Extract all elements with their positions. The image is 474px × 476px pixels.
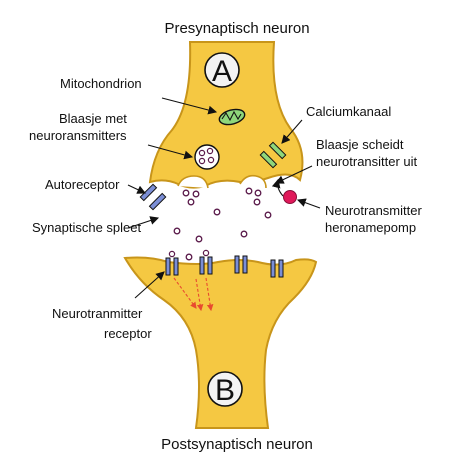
presynaptic-title: Presynaptisch neuron (164, 20, 309, 37)
label-release-line1: Blaasje scheidt (316, 137, 404, 152)
neuron-a-letter: A (212, 55, 232, 88)
label-reuptake-line1: Neurotransmitter (325, 203, 422, 218)
label-vesicle-line2: neuroransmitters (29, 128, 127, 143)
calcium-channel-icon (259, 141, 287, 169)
reuptake-pump-icon (283, 190, 297, 204)
label-cleft: Synaptische spleet (32, 220, 142, 235)
label-autoreceptor: Autoreceptor (45, 177, 120, 192)
docked-neurotransmitters (168, 249, 210, 258)
label-reuptake-line2: heronamepomp (325, 220, 416, 235)
neurotransmitter-molecules (173, 187, 272, 261)
postsynaptic-title: Postsynaptisch neuron (161, 436, 313, 453)
label-vesicle-line1: Blaasje met (59, 111, 127, 126)
autoreceptor-icon (139, 183, 167, 211)
neuron-b-letter: B (215, 374, 235, 407)
neuron-a-circle (204, 52, 240, 88)
signal-arrows (173, 277, 214, 312)
neuron-b-circle (207, 371, 243, 407)
pointer-arrows (127, 97, 321, 299)
fusing-vesicle-left (177, 175, 209, 189)
postsynaptic-neuron (123, 256, 318, 429)
label-receptor-line2: receptor (104, 326, 152, 341)
fusing-vesicle-right (239, 174, 267, 189)
label-calcium: Calciumkanaal (306, 104, 391, 119)
label-mitochondrion: Mitochondrion (60, 76, 142, 91)
vesicle-icon (194, 144, 220, 170)
label-receptor-line1: Neurotranmitter (52, 306, 143, 321)
label-release-line2: neurotransitter uit (316, 154, 418, 169)
mitochondrion-icon (218, 108, 246, 126)
postsynaptic-receptors (165, 255, 284, 278)
